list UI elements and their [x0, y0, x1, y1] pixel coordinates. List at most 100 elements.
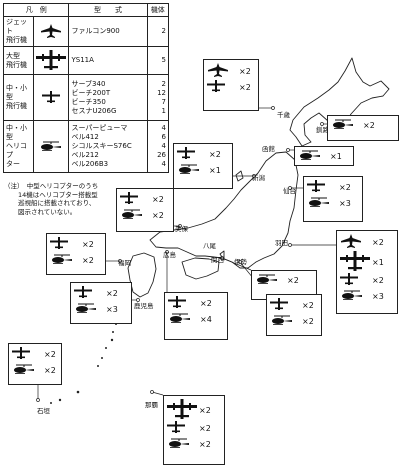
aircraft-count: ×3 [106, 304, 118, 314]
aircraft-count: ×2 [152, 210, 164, 220]
base-box: ×2×1 [173, 143, 233, 189]
helicopter-icon [33, 120, 70, 173]
city-label: 石垣 [37, 407, 50, 415]
base-row: ×2 [74, 286, 118, 300]
base-row: ×2 [270, 315, 314, 327]
small-plane-icon [168, 296, 198, 310]
helicopter-icon [167, 438, 197, 450]
legend-category: 中・小型 ヘリコプ ター [2, 120, 35, 173]
kyushu-outline [127, 252, 157, 298]
aircraft-type: セスナU206G [71, 106, 117, 115]
base-row: ×2 [331, 119, 375, 131]
aircraft-count: ×2 [199, 423, 211, 433]
small-plane-icon [74, 286, 104, 300]
city-label: 新潟 [252, 174, 265, 182]
base-row: ×1 [298, 150, 342, 162]
aircraft-count: ×2 [82, 239, 94, 249]
base-marker [36, 398, 40, 402]
aircraft-count: ×2 [287, 275, 299, 285]
city-label: 函館 [262, 145, 275, 153]
aircraft-count: ×2 [106, 288, 118, 298]
aircraft-count: 4 [161, 142, 166, 150]
city-label: 千歳 [277, 111, 290, 119]
aircraft-count: 26 [157, 151, 166, 159]
aircraft-count: ×2 [82, 255, 94, 265]
helicopter-icon [307, 197, 337, 209]
base-marker [136, 298, 140, 302]
aircraft-count: 5 [161, 56, 166, 64]
base-row: ×2 [167, 438, 211, 450]
helicopter-icon [270, 315, 300, 327]
helicopter-icon [74, 303, 104, 315]
small-plane-icon [167, 421, 197, 435]
aircraft-type: ビーチ200T [71, 88, 111, 97]
sado-outline [235, 170, 244, 182]
base-row: ×2 [307, 180, 351, 194]
aircraft-count: 2 [161, 27, 166, 35]
city-label: 鹿児島 [134, 302, 154, 310]
aircraft-type: シコルスキーS76C [71, 142, 132, 150]
base-row: ×3 [340, 290, 384, 302]
base-row: ×2 [177, 147, 221, 161]
leader-line [221, 257, 252, 271]
aircraft-count: 7 [161, 97, 166, 106]
small-plane-icon [307, 180, 337, 194]
helicopter-icon [331, 119, 361, 131]
aircraft-count: 1 [161, 106, 166, 115]
aircraft-count: ×1 [372, 257, 384, 267]
helicopter-icon [168, 313, 198, 325]
base-box: ×2×2 [8, 343, 62, 385]
jet-plane-icon [33, 16, 70, 47]
footnote-line: 巡視船に搭載されており、 [18, 199, 96, 207]
base-row: ×2 [270, 298, 314, 312]
aircraft-type: ビーチ350 [71, 97, 106, 106]
hokkaido-outline [289, 57, 390, 147]
base-box: ×2 [327, 115, 399, 141]
legend-header-category: 凡 例 [2, 3, 70, 17]
jet-plane-icon [340, 234, 370, 250]
aircraft-count: 12 [157, 88, 166, 97]
base-row: ×2 [255, 274, 299, 286]
base-box: ×2 ×2 [266, 294, 322, 336]
aircraft-type: ベル212 [71, 151, 99, 159]
city-label: 那覇 [145, 401, 158, 409]
aircraft-count: ×2 [239, 66, 251, 76]
base-marker [271, 106, 275, 110]
legend-types: YS11A [68, 46, 148, 75]
aircraft-count: ×2 [363, 120, 375, 130]
small-plane-icon [207, 80, 237, 94]
legend-category: 中・小型 飛行機 [2, 74, 35, 121]
aircraft-count: 2 [161, 79, 166, 88]
small-plane-icon [270, 298, 300, 312]
base-box: ×2×2 [116, 188, 174, 232]
aircraft-count: ×3 [339, 198, 351, 208]
legend-category: ジェット 飛行機 [2, 16, 35, 47]
legend-row: 大型 飛行機 YS11A 5 [2, 46, 170, 75]
base-row: ×2 [340, 273, 384, 287]
aircraft-count: ×2 [372, 237, 384, 247]
base-row: ×2 [12, 347, 56, 361]
shikoku-outline [181, 257, 220, 280]
jet-plane-icon [207, 63, 237, 79]
aircraft-count: ×2 [199, 439, 211, 449]
helicopter-icon [255, 274, 285, 286]
base-marker [178, 224, 182, 228]
small-plane-icon [120, 192, 150, 206]
legend-category: 大型 飛行機 [2, 46, 35, 75]
aircraft-type: ベル206B3 [71, 160, 109, 168]
base-row: ×1 [177, 164, 221, 176]
aircraft-type: サーブ340 [71, 79, 106, 88]
base-row: ×2 [167, 399, 211, 421]
base-box: ×2×2 [203, 59, 259, 111]
small-plane-icon [340, 273, 370, 287]
aircraft-count: ×2 [302, 300, 314, 310]
helicopter-icon [50, 254, 80, 266]
base-row: ×1 [340, 251, 384, 273]
